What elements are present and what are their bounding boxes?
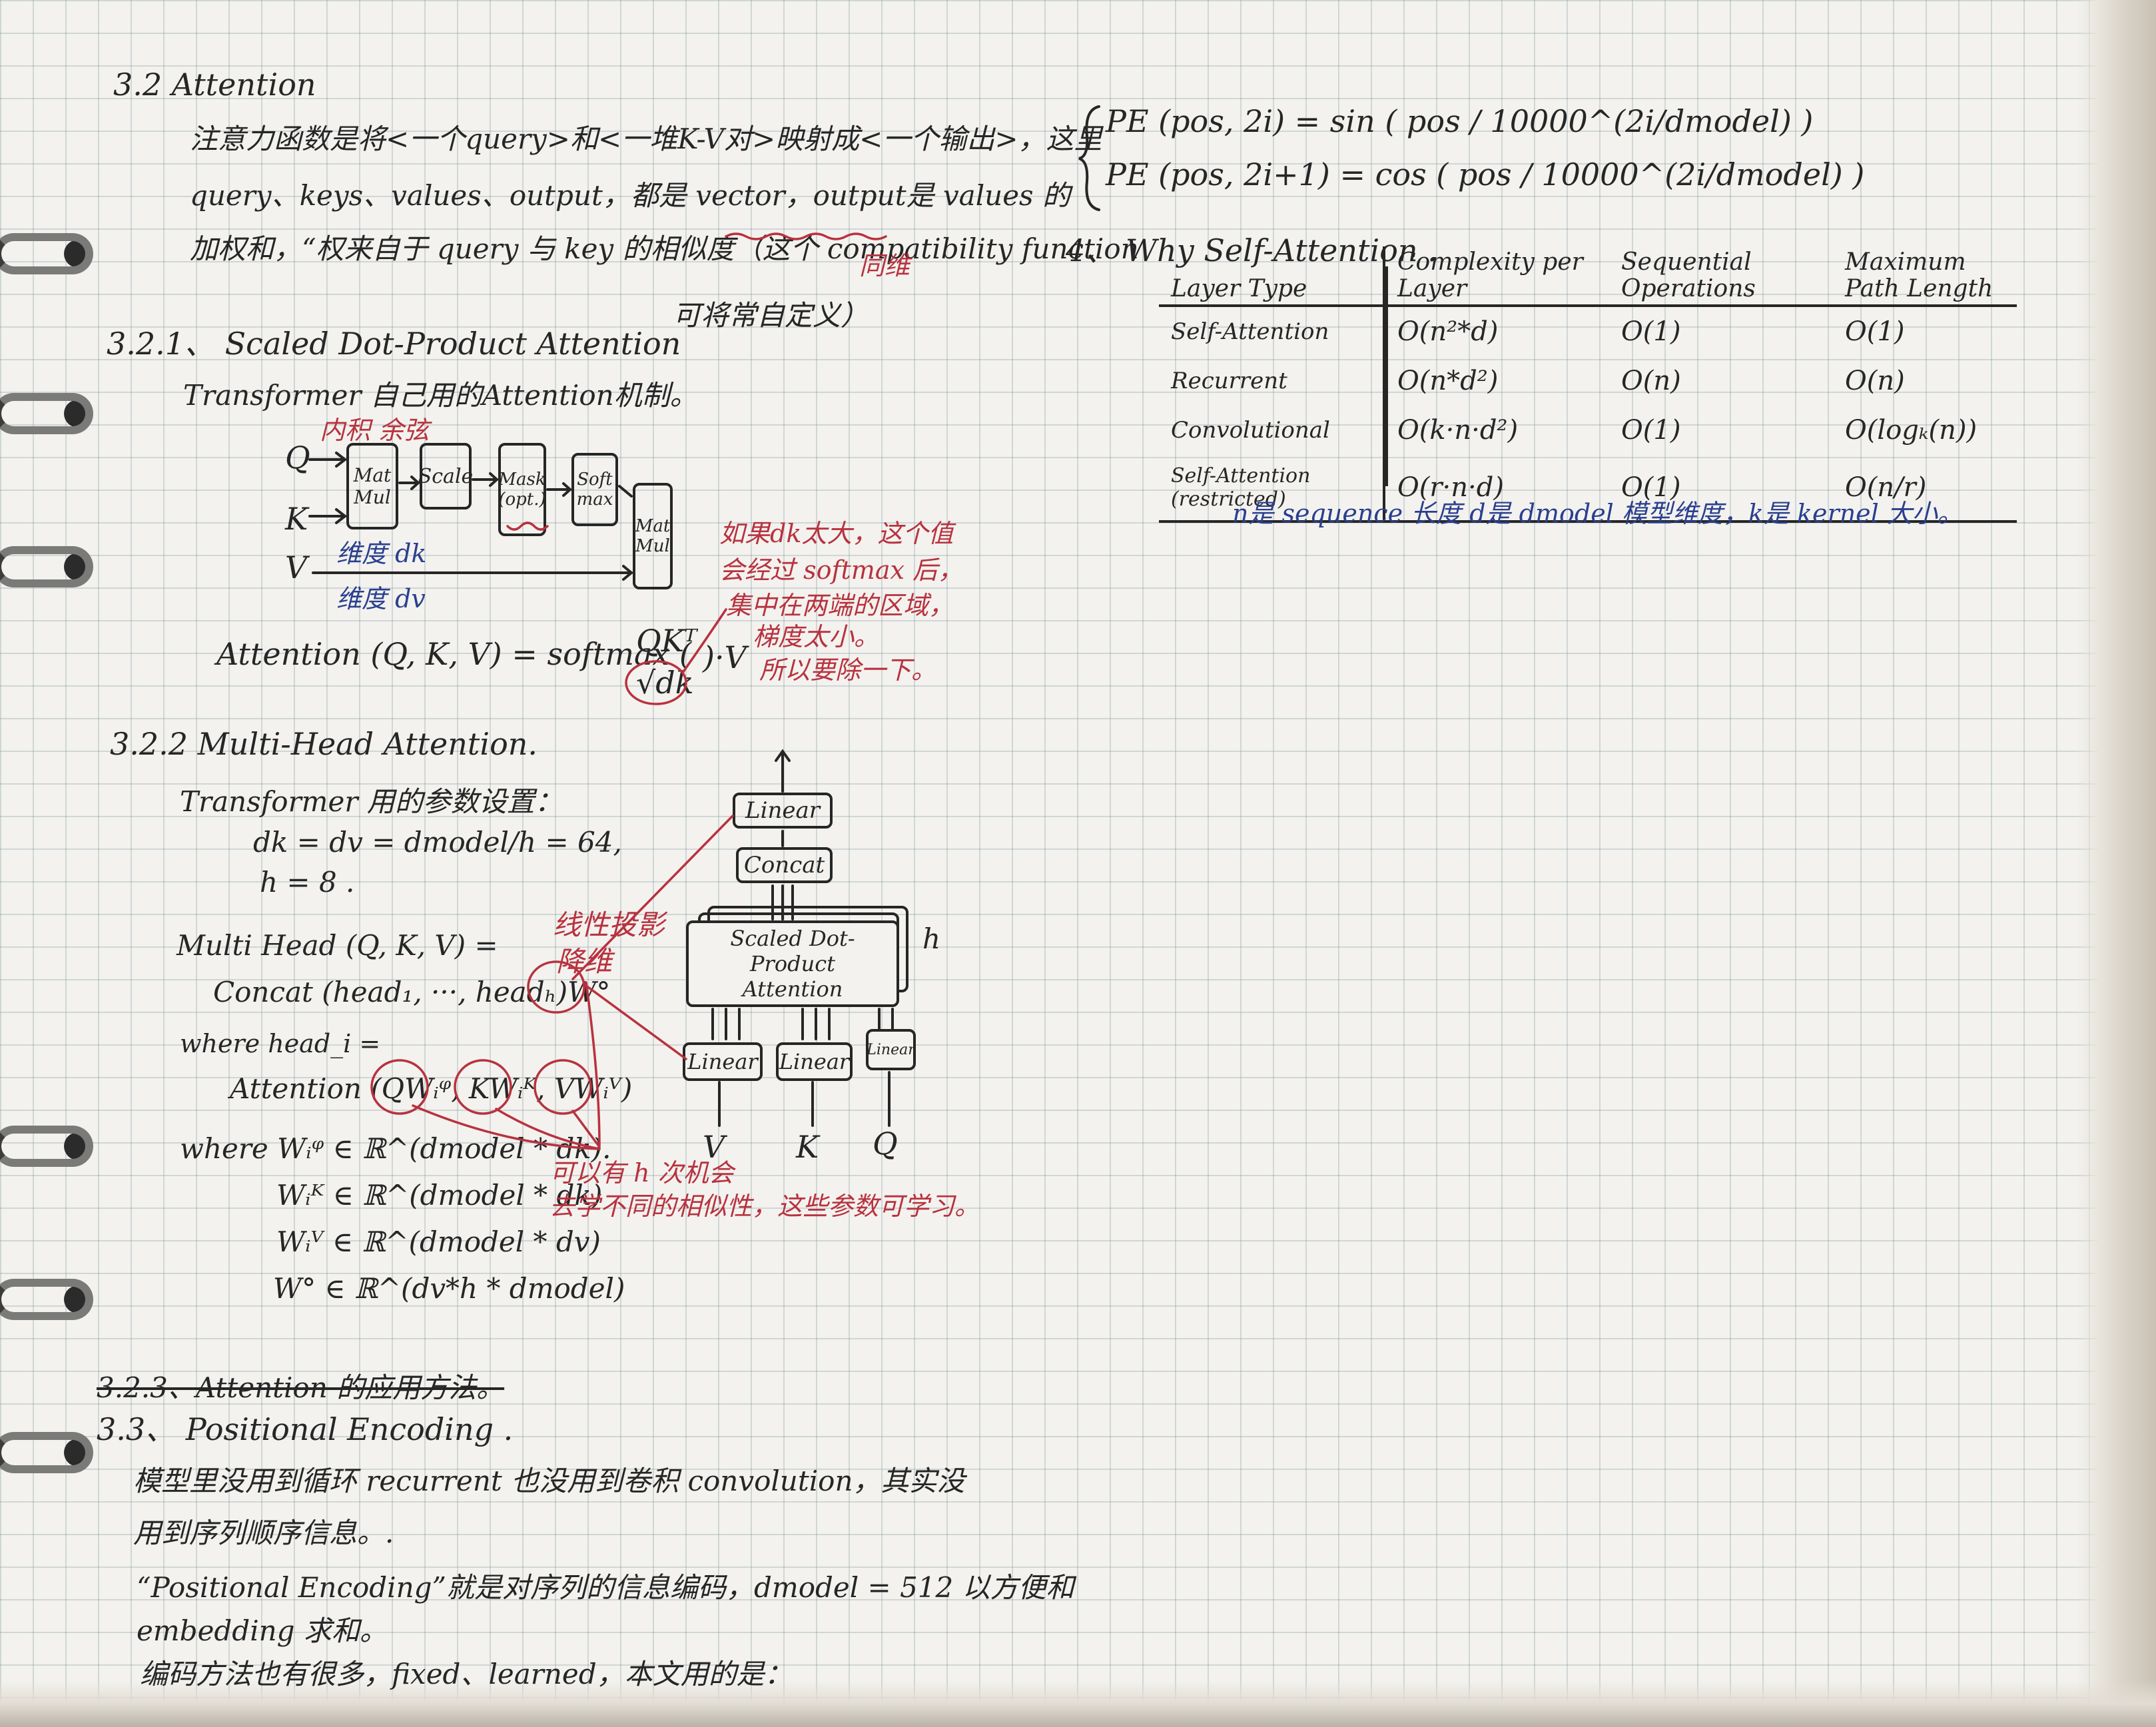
red-learn-similarity: 去学不同的相似性，这些参数可学习。 — [549, 1192, 980, 1221]
s33-line-5: 编码方法也有很多，fixed、learned，本文用的是： — [140, 1658, 793, 1690]
table-cell: Self-Attention (restricted) — [1159, 455, 1385, 523]
red-note-line-4: 梯度太小。 — [753, 622, 880, 651]
red-dim-reduction: 降维 — [556, 945, 613, 978]
table-row: Self-Attention O(n²*d) O(1) O(1) — [1159, 306, 2017, 357]
col-header-sequential: Sequential Operations — [1609, 246, 1833, 308]
red-note-line-3: 集中在两端的区域， — [726, 591, 954, 620]
table-row: Self-Attention (restricted) O(r·n·d) O(1… — [1159, 455, 2017, 523]
attention-formula-rhs: )·V — [703, 639, 747, 675]
red-note-line-2: 会经过 softmax 后， — [719, 555, 963, 585]
table-cell: O(n/r) — [1833, 455, 2017, 523]
dk-label: 维度 dk — [336, 539, 427, 568]
pe-formula-odd: PE (pos, 2i+1) = cos ( pos / 10000^(2i/d… — [1106, 157, 1865, 192]
section-3-2-2-heading: 3.2.2 Multi-Head Attention. — [110, 726, 538, 762]
table-cell: O(1) — [1609, 455, 1833, 523]
s32-line-3: 加权和，“权来自于 query 与 key 的相似度（这个 compatibil… — [190, 232, 1139, 265]
multihead-where-head: where head_i = — [180, 1029, 381, 1058]
mh-input-k: K — [796, 1129, 819, 1165]
binder-ring-icon — [0, 393, 93, 434]
table-cell: O(n) — [1845, 366, 1905, 397]
red-h-chances: 可以有 h 次机会 — [549, 1158, 734, 1188]
table-cell: Self-Attention — [1159, 306, 1385, 357]
mh-h-label: h — [922, 922, 941, 955]
col-header-layer-type: Layer Type — [1159, 246, 1385, 308]
table-cell: O(1) — [1621, 316, 1681, 348]
table-row: Recurrent O(n*d²) O(n) O(n) — [1159, 356, 2017, 406]
matmul-box-1: Mat Mul — [346, 443, 398, 529]
mh-concat: Concat — [736, 847, 833, 883]
mh-linear-v: Linear — [683, 1042, 763, 1081]
table-cell: Convolutional — [1159, 406, 1385, 456]
table-cell: O(n*d²) — [1397, 366, 1499, 397]
table-cell: O(n²*d) — [1397, 316, 1499, 348]
col-header-complexity: Complexity per Layer — [1384, 246, 1609, 308]
s32-line-4: 可将常自定义） — [673, 299, 869, 332]
binder-ring-icon — [0, 233, 93, 274]
s33-line-3: “Positional Encoding”就是对序列的信息编码，dmodel =… — [137, 1571, 1074, 1604]
mh-linear-top: Linear — [733, 793, 833, 829]
section-3-3-heading: 3.3、 Positional Encoding . — [97, 1411, 514, 1447]
mask-box: Mask (opt.) — [498, 443, 546, 536]
red-note-line-5: 所以要除一下。 — [759, 655, 937, 685]
mh-input-v: V — [703, 1129, 725, 1165]
s33-line-1: 模型里没用到循环 recurrent 也没用到卷积 convolution，其实… — [133, 1465, 965, 1497]
s322-line-1: Transformer 用的参数设置： — [180, 785, 563, 818]
table-cell: O(k·n·d²) — [1397, 415, 1519, 446]
table-cell: O(n) — [1621, 366, 1681, 397]
section-3-2-1-heading: 3.2.1、 Scaled Dot-Product Attention — [107, 326, 681, 362]
section-3-2-3-heading: 3.2.3、Attention 的应用方法。 — [97, 1371, 505, 1404]
s32-line-1: 注意力函数是将<一个query>和<一堆K-V对>映射成<一个输出>，这里 — [190, 123, 1102, 155]
s32-line-2: query、keys、values、output，都是 vector，outpu… — [190, 179, 1070, 212]
table-cell: O(1) — [1845, 316, 1905, 348]
weight-wq: where Wᵢᵠ ∈ ℝ^(dmodel * dk). — [180, 1132, 611, 1165]
complexity-table-header-row: Layer Type Complexity per Layer Sequenti… — [1159, 246, 2017, 308]
section-3-2-heading: 3.2 Attention — [113, 67, 316, 103]
scaled-dot-k: K — [285, 501, 308, 537]
weight-wo: W° ∈ ℝ^(dv*h * dmodel) — [273, 1272, 625, 1305]
mh-sdpa-box: Scaled Dot-Product Attention — [686, 920, 899, 1007]
attention-formula-lhs: Attention (Q, K, V) = softmax ( — [216, 636, 691, 672]
complexity-table: Layer Type Complexity per Layer Sequenti… — [1159, 246, 2017, 523]
scaled-dot-v: V — [285, 549, 308, 585]
red-linear-projection: 线性投影 — [553, 908, 665, 941]
table-footnote: n是 sequence 长度 d是 dmodel 模型维度，k是 kernel … — [1232, 499, 1963, 528]
table-cell: O(r·n·d) — [1384, 455, 1609, 523]
page-bottom-edge — [0, 1680, 2156, 1727]
scale-box: Scale — [418, 443, 473, 510]
s322-line-2: dk = dv = dmodel/h = 64, — [253, 826, 622, 859]
multihead-concat: Concat (head₁, ···, headₕ)W° — [213, 976, 611, 1008]
s322-line-3: h = 8 . — [260, 866, 355, 898]
col-header-path-length: Maximum Path Length — [1833, 246, 2017, 308]
table-cell: O(1) — [1621, 415, 1681, 446]
dv-label: 维度 dv — [336, 584, 426, 613]
page-stack-edge — [2076, 0, 2156, 1727]
red-note-line-1: 如果dk太大，这个值 — [719, 519, 954, 548]
mh-linear-k: Linear — [776, 1042, 853, 1081]
multihead-attention-head: Attention (QWᵢᵠ, KWᵢᴷ, VWᵢⱽ) — [230, 1072, 633, 1105]
table-row: Convolutional O(k·n·d²) O(1) O(logₖ(n)) — [1159, 406, 2017, 456]
s32-annot-same-dim: 同维 — [859, 251, 910, 280]
mh-input-q: Q — [873, 1126, 898, 1162]
matmul-box-2: Mat Mul — [633, 483, 673, 589]
mh-sdpa-line-1: Scaled Dot-Product — [730, 926, 855, 976]
weight-wk: Wᵢᴷ ∈ ℝ^(dmodel * dk) — [276, 1179, 603, 1211]
mh-linear-q: Linear — [866, 1029, 916, 1070]
multihead-formula: Multi Head (Q, K, V) = — [177, 929, 498, 962]
table-cell: O(logₖ(n)) — [1845, 415, 1977, 446]
table-cell: Recurrent — [1159, 356, 1385, 406]
weight-wv: Wᵢⱽ ∈ ℝ^(dmodel * dv) — [276, 1225, 601, 1258]
softmax-box: Soft max — [571, 453, 618, 526]
s321-line-1: Transformer 自己用的Attention机制。 — [183, 379, 698, 412]
mh-sdpa-line-2: Attention — [742, 976, 843, 1002]
attention-formula-numerator: QKᵀ — [636, 623, 697, 659]
s321-note-inner-product: 内积 余弦 — [320, 416, 430, 445]
pe-formula-even: PE (pos, 2i) = sin ( pos / 10000^(2i/dmo… — [1106, 103, 1814, 139]
scaled-dot-q: Q — [285, 440, 310, 476]
s33-line-2: 用到序列顺序信息。. — [133, 1517, 394, 1549]
s33-line-4: embedding 求和。 — [137, 1614, 388, 1647]
